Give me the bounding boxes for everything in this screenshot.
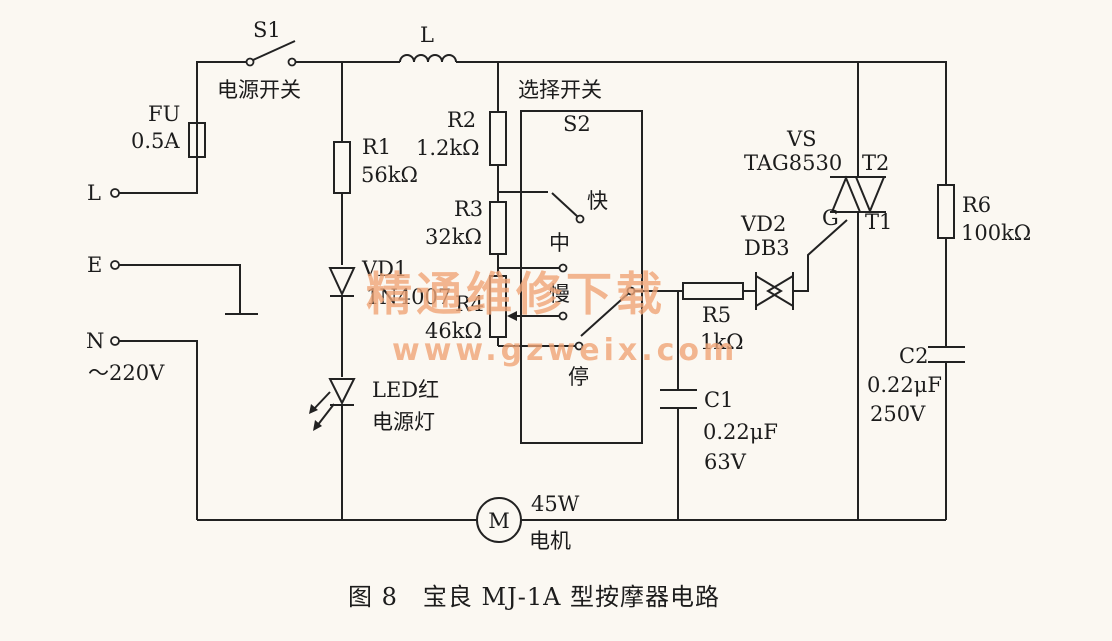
label-c2-value: 0.22μF	[867, 373, 942, 397]
label-s2: S2	[563, 112, 591, 136]
label-r5-value: 1kΩ	[700, 330, 744, 354]
diode-vd1-symbol	[328, 267, 356, 297]
label-r2-value: 1.2kΩ	[416, 136, 480, 160]
label-fu: FU	[148, 102, 180, 126]
resistor-r3-symbol	[489, 201, 507, 255]
label-c2-voltage: 250V	[870, 402, 926, 426]
label-select-switch: 选择开关	[518, 78, 602, 102]
label-r4-value: 46kΩ	[425, 319, 482, 343]
triac-vs-symbol	[830, 175, 886, 214]
resistor-r1-symbol	[333, 141, 351, 194]
selector-switch-box	[520, 110, 643, 444]
resistor-r5-symbol	[682, 282, 744, 300]
label-terminal-n: N	[86, 329, 104, 353]
label-r1: R1	[362, 135, 391, 159]
label-vs: VS	[786, 127, 817, 151]
label-mains: ～220V	[88, 361, 165, 385]
diac-db3-symbol	[755, 272, 794, 310]
power-switch-symbol	[245, 40, 297, 67]
circuit-wires	[119, 61, 947, 521]
capacitor-c2-symbol	[928, 346, 965, 363]
label-speed-stop: 停	[568, 365, 589, 389]
label-t1: T1	[865, 210, 892, 234]
label-terminal-l: L	[87, 181, 101, 205]
label-r6-value: 100kΩ	[961, 221, 1031, 245]
label-inductor: L	[420, 23, 434, 47]
label-c1: C1	[704, 388, 733, 412]
label-led-line2: 电源灯	[372, 410, 435, 434]
label-r2: R2	[447, 108, 476, 132]
label-s1: S1	[253, 18, 281, 42]
resistor-r6-symbol	[937, 184, 955, 239]
label-motor-symbol: M	[488, 509, 510, 533]
label-motor-name: 电机	[529, 529, 571, 553]
label-speed-mid: 中	[549, 231, 570, 255]
label-speed-fast: 快	[587, 189, 608, 213]
selector-contacts	[558, 214, 636, 351]
fuse-symbol	[188, 122, 206, 158]
label-vd2: VD2	[740, 212, 786, 236]
terminal-n-symbol	[110, 336, 120, 346]
potentiometer-r4-symbol	[489, 275, 517, 338]
terminal-e-symbol	[110, 260, 120, 270]
label-power-switch: 电源开关	[217, 78, 301, 102]
watermark-url: www.gzweix.com	[392, 333, 738, 368]
watermark-title: 精通维修下载	[366, 267, 666, 321]
label-t2: T2	[862, 151, 889, 175]
label-c1-voltage: 63V	[704, 450, 747, 474]
label-vd1-part: 1N4007	[366, 285, 451, 309]
label-r6: R6	[962, 193, 991, 217]
terminal-l-symbol	[110, 188, 120, 198]
label-led-line1: LED红	[372, 378, 439, 402]
label-c2: C2	[899, 344, 928, 368]
label-vs-part: TAG8530	[744, 151, 842, 175]
figure-caption: 图 8 宝良 MJ-1A 型按摩器电路	[348, 583, 720, 611]
label-r1-value: 56kΩ	[361, 163, 418, 187]
motor-symbol	[476, 497, 522, 543]
resistor-r2-symbol	[489, 111, 507, 166]
label-r5: R5	[702, 303, 731, 327]
label-r3-value: 32kΩ	[425, 225, 482, 249]
inductor-symbol	[399, 54, 457, 63]
label-vd1: VD1	[361, 257, 407, 281]
label-vd2-part: DB3	[744, 236, 790, 260]
label-c1-value: 0.22μF	[703, 420, 778, 444]
label-r3: R3	[454, 197, 483, 221]
label-speed-slow: 慢	[549, 282, 570, 306]
led-symbol	[309, 378, 356, 431]
label-fu-rating: 0.5A	[131, 129, 180, 153]
label-r4: R4	[455, 292, 484, 316]
capacitor-c1-symbol	[660, 389, 697, 409]
label-terminal-e: E	[87, 253, 102, 277]
label-motor-power: 45W	[531, 492, 580, 516]
label-gate: G	[822, 206, 839, 230]
